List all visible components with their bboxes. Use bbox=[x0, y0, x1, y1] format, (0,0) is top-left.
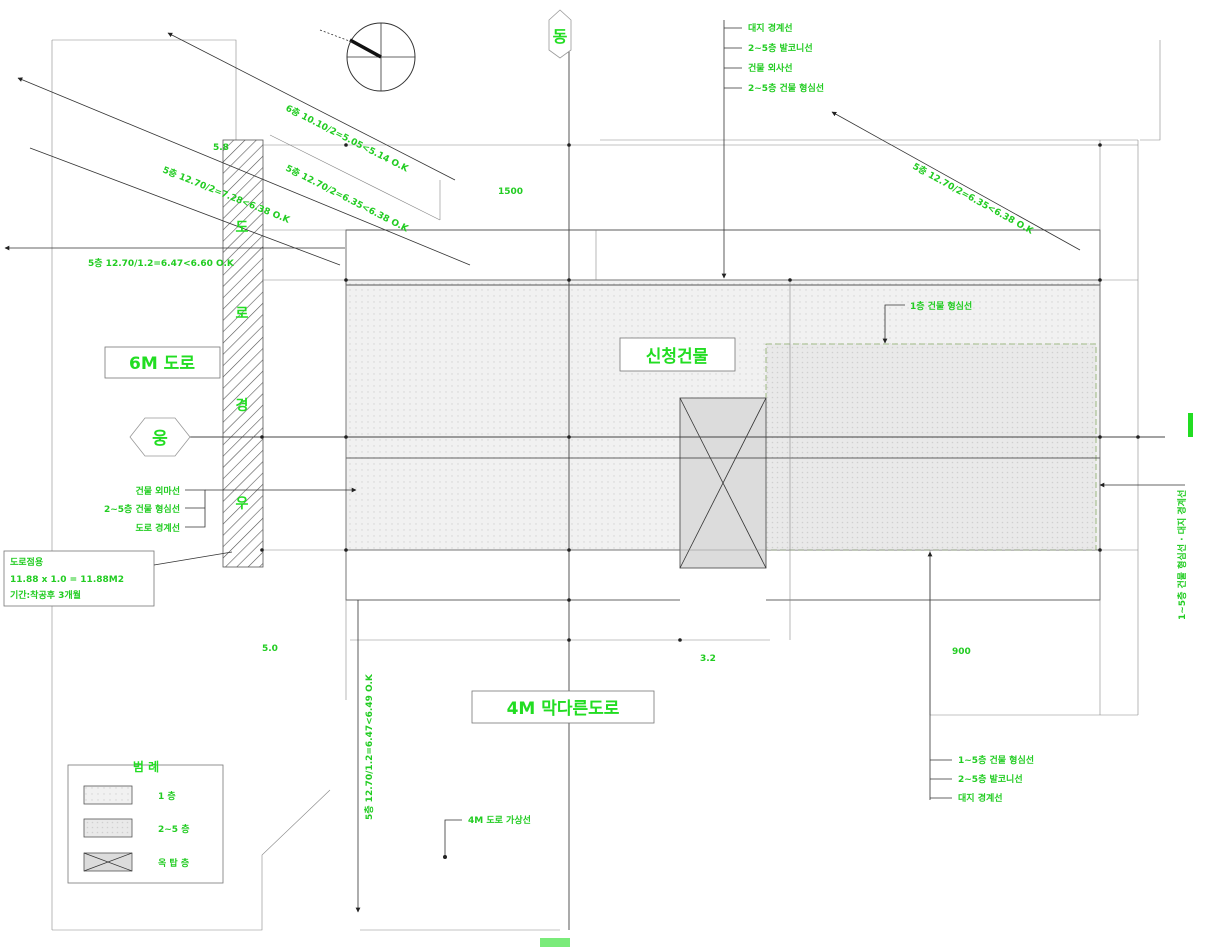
direction-north-label: 동 bbox=[553, 27, 568, 46]
building-label: 신청건물 bbox=[646, 346, 709, 367]
legend-item-2: 2~5 층 bbox=[158, 823, 189, 835]
road-occupancy-note: 도로점용 11.88 x 1.0 = 11.88M2 기간:착공후 3개월 bbox=[3, 550, 233, 607]
compass-icon bbox=[319, 22, 416, 92]
legend-item-3: 옥 탑 층 bbox=[158, 857, 189, 869]
right-vertical-callout: 1~5층 건물 형심선 · 대지 경계선 bbox=[1099, 413, 1193, 620]
dim-center: 3.2 bbox=[700, 654, 716, 664]
dim-left: 5.0 bbox=[262, 644, 278, 654]
top-callout-2: 2~5층 발코니선 bbox=[748, 42, 813, 54]
title-building: 신청건물 bbox=[619, 337, 736, 372]
legend: 범 례 1 층 2~5 층 옥 탑 층 bbox=[67, 759, 224, 884]
left-callouts: 건물 외마선 2~5층 건물 형심선 도로 경계선 bbox=[104, 485, 357, 534]
left-callout-1: 건물 외마선 bbox=[135, 485, 180, 497]
floor1-line-label: 1층 건물 형심선 bbox=[910, 300, 972, 312]
bottom-marker bbox=[540, 938, 570, 947]
road-6m-label: 6M 도로 bbox=[129, 354, 195, 374]
site-outline bbox=[51, 39, 1161, 931]
dimension-ticks bbox=[260, 143, 1140, 642]
road-4m-label: 4M 막다른도로 bbox=[507, 699, 620, 719]
small-dimensions: 5.8 5.0 3.2 1500 900 bbox=[213, 143, 971, 664]
grid-lines bbox=[140, 50, 1165, 930]
road-char-3: 경 bbox=[236, 397, 249, 414]
top-callouts: 대지 경계선 2~5층 발코니선 건물 외사선 2~5층 건물 형심선 bbox=[721, 20, 824, 279]
bottom-right-callout-1: 1~5층 건물 형심선 bbox=[958, 754, 1034, 766]
road-4m-line-label: 4M 도로 가상선 bbox=[468, 814, 531, 826]
road-char-4: 우 bbox=[236, 496, 249, 512]
left-callout-2: 2~5층 건물 형심선 bbox=[104, 503, 180, 515]
road-note-3: 기간:착공후 3개월 bbox=[10, 589, 81, 601]
top-callout-3: 건물 외사선 bbox=[748, 62, 793, 74]
direction-marker-west: 웅 bbox=[129, 417, 191, 457]
top-callout-4: 2~5층 건물 형심선 bbox=[748, 82, 824, 94]
road-strip-labels: 도 로 경 우 bbox=[236, 220, 249, 512]
top-callout-1: 대지 경계선 bbox=[748, 22, 793, 34]
setback-label-2: 5층 12.70/2=6.35<6.38 O.K bbox=[284, 162, 412, 235]
direction-marker-north: 동 bbox=[548, 9, 572, 59]
rooftop-floor bbox=[679, 397, 767, 569]
setback-label-5: 5층 12.70/2=6.35<6.38 O.K bbox=[911, 160, 1037, 237]
road-char-2: 로 bbox=[236, 306, 249, 322]
legend-item-1: 1 층 bbox=[158, 790, 176, 802]
road-note-2: 11.88 x 1.0 = 11.88M2 bbox=[10, 575, 124, 585]
road-note-1: 도로점용 bbox=[10, 556, 43, 568]
road-char-1: 도 bbox=[236, 220, 249, 236]
legend-title: 범 례 bbox=[133, 759, 159, 774]
setback-label-6: 5층 12.70/1.2=6.47<6.49 O.K bbox=[363, 673, 375, 820]
road-4m-line-callout: 4M 도로 가상선 bbox=[443, 814, 531, 859]
setback-label-1: 6층 10.10/2=5.05<5.14 O.K bbox=[284, 102, 412, 175]
bottom-right-callout-2: 2~5층 발코니선 bbox=[958, 773, 1023, 785]
right-vertical-label: 1~5층 건물 형심선 · 대지 경계선 bbox=[1176, 490, 1188, 620]
dim-mid-top: 1500 bbox=[498, 187, 523, 197]
road-hatch-strip bbox=[222, 139, 264, 568]
direction-west-label: 웅 bbox=[152, 429, 168, 449]
setback-label-4: 5층 12.70/1.2=6.47<6.60 O.K bbox=[88, 257, 235, 269]
setback-diagonals bbox=[4, 32, 1081, 266]
bottom-right-callout-3: 대지 경계선 bbox=[958, 792, 1003, 804]
dim-right: 900 bbox=[952, 647, 971, 657]
bottom-right-callouts: 1~5층 건물 형심선 2~5층 발코니선 대지 경계선 bbox=[927, 551, 1034, 804]
title-road-4m: 4M 막다른도로 bbox=[471, 690, 655, 724]
building-floors-2-5 bbox=[765, 343, 1097, 551]
legend-rooftop-icon bbox=[83, 852, 133, 872]
title-road-6m: 6M 도로 bbox=[104, 346, 221, 379]
dim-top: 5.8 bbox=[213, 143, 229, 153]
left-callout-3: 도로 경계선 bbox=[135, 522, 180, 534]
floor1-line-callout: 1층 건물 형심선 bbox=[882, 300, 972, 344]
